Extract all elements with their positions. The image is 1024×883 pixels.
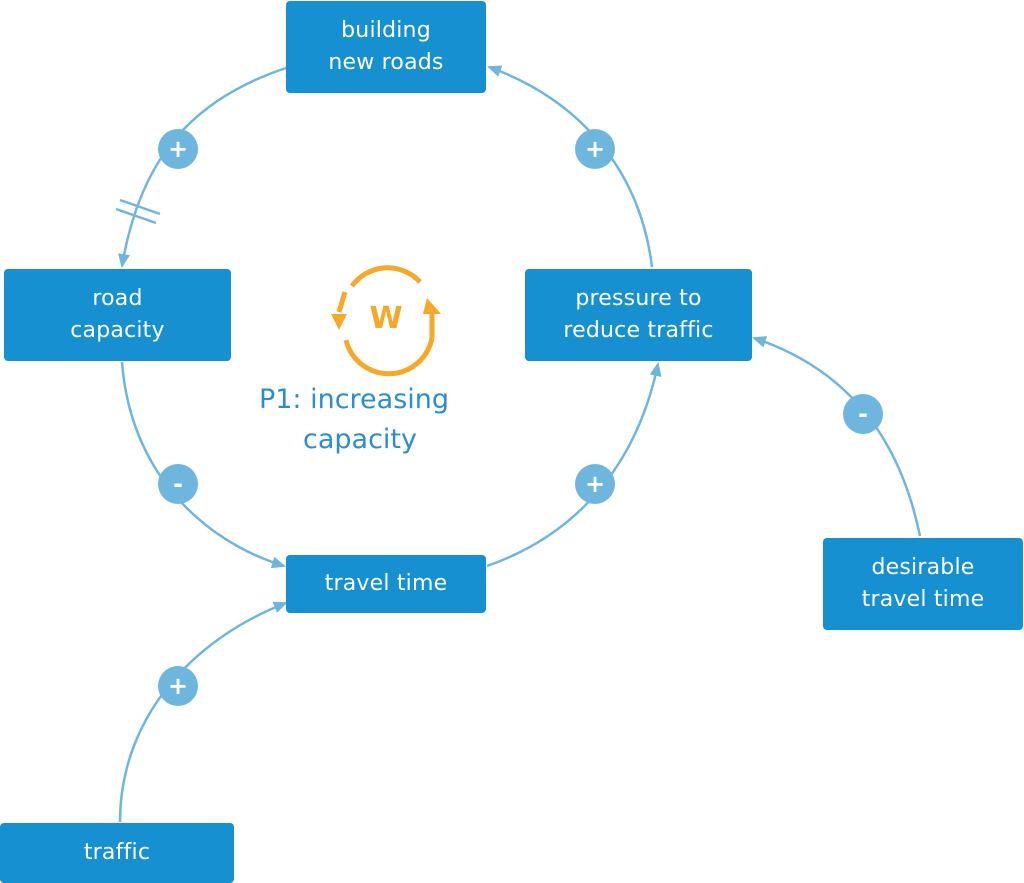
- svg-text:-: -: [173, 470, 183, 498]
- svg-text:+: +: [585, 135, 605, 163]
- link-desirable-to-pressure: [752, 336, 922, 537]
- node-desirable-travel-time: desirable travel time: [823, 538, 1023, 630]
- node-label-line: reduce traffic: [563, 318, 714, 343]
- loop-title: P1: increasing capacity: [246, 380, 474, 460]
- node-label-line: building: [341, 18, 431, 43]
- node-label-line: traffic: [83, 840, 151, 865]
- node-label-line: new roads: [328, 50, 444, 75]
- node-label-line: travel time: [324, 571, 448, 596]
- node-pressure-to-reduce-traffic: pressure to reduce traffic: [525, 269, 752, 361]
- polarity-badge-traffic-travel: +: [158, 666, 198, 706]
- node-label-line: pressure to: [575, 286, 702, 311]
- node-building-new-roads: building new roads: [286, 1, 486, 93]
- svg-text:+: +: [585, 470, 605, 498]
- delay-mark: [115, 198, 161, 225]
- node-label-line: road: [92, 286, 143, 311]
- polarity-badge-road-travel: -: [158, 464, 198, 504]
- link-pressure-to-building: [487, 65, 654, 268]
- node-label-line: desirable: [871, 555, 975, 580]
- node-road-capacity: road capacity: [4, 269, 231, 361]
- svg-text:+: +: [168, 135, 188, 163]
- loop-title-line1: P1: increasing: [258, 384, 450, 415]
- polarity-badge-travel-pressure: +: [575, 464, 615, 504]
- node-label-line: travel time: [861, 587, 985, 612]
- polarity-badge-desirable-pressure: -: [843, 394, 883, 434]
- link-building-to-road: [118, 66, 287, 268]
- svg-text:W: W: [369, 301, 402, 336]
- svg-text:-: -: [858, 400, 868, 428]
- loop-title-line2: capacity: [303, 424, 417, 455]
- link-traffic-to-travel: [118, 601, 288, 823]
- node-travel-time: travel time: [286, 555, 486, 613]
- polarity-badge-pressure-building: +: [575, 129, 615, 169]
- link-travel-to-pressure: [486, 362, 662, 568]
- node-label-line: capacity: [70, 318, 165, 343]
- balancing-loop-icon: W: [331, 265, 441, 377]
- polarity-badge-building-road: +: [158, 129, 198, 169]
- svg-text:+: +: [168, 672, 188, 700]
- node-traffic: traffic: [0, 823, 234, 883]
